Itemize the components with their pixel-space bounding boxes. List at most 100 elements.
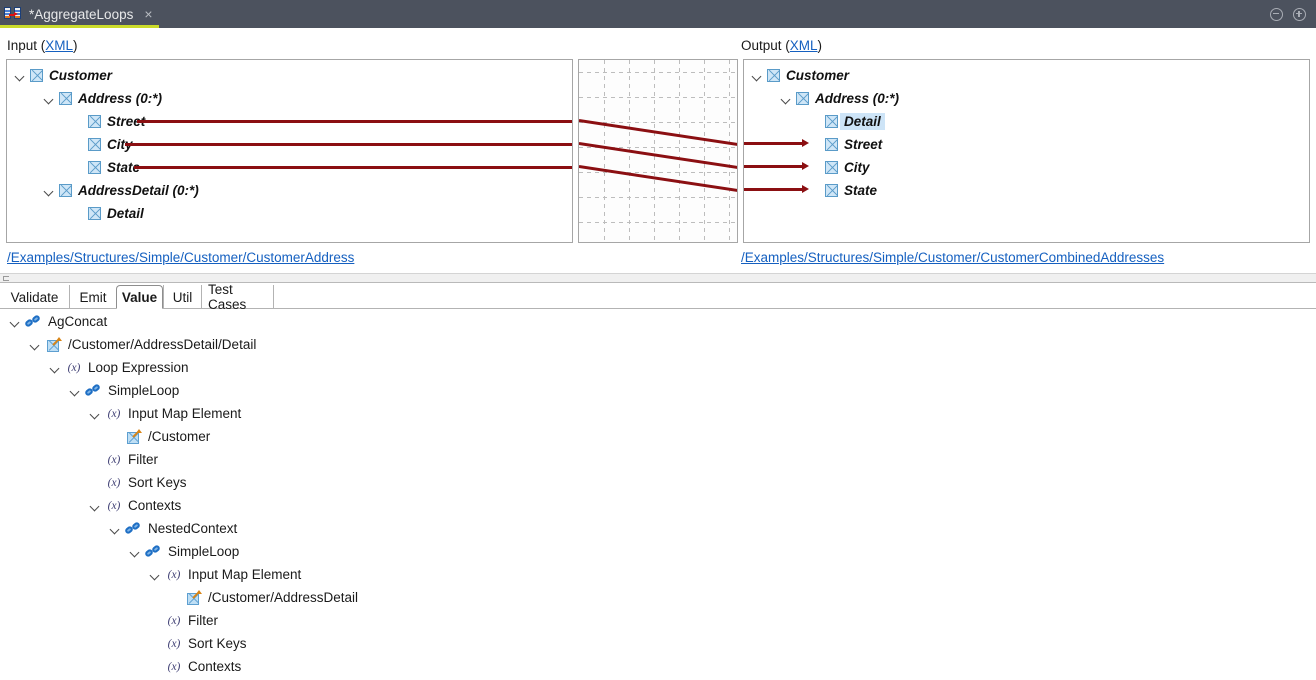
- output-path-link[interactable]: /Examples/Structures/Simple/Customer/Cus…: [741, 250, 1165, 265]
- value-tree-row[interactable]: (x)Loop Expression: [0, 356, 189, 379]
- tab-label: Value: [121, 289, 158, 305]
- tree-node-label: State: [107, 160, 141, 175]
- chevron-down-icon[interactable]: [48, 361, 62, 375]
- chevron-down-icon[interactable]: [68, 384, 82, 398]
- maximize-icon[interactable]: [1293, 7, 1306, 21]
- tree-row[interactable]: Address (0:*): [7, 87, 162, 110]
- chevron-down-icon[interactable]: [148, 568, 162, 582]
- value-tree-row[interactable]: AgConcat: [0, 310, 107, 333]
- tree-row[interactable]: AddressDetail (0:*): [7, 179, 199, 202]
- expression-icon: (x): [107, 499, 121, 512]
- node-checkbox-icon[interactable]: [796, 92, 809, 105]
- expression-icon: (x): [107, 453, 121, 466]
- tab-emit[interactable]: Emit: [69, 285, 116, 309]
- tree-indent-spacer: [148, 660, 162, 674]
- node-checkbox-icon[interactable]: [59, 92, 72, 105]
- chevron-down-icon[interactable]: [28, 338, 42, 352]
- title-bar: *AggregateLoops ×: [0, 0, 1316, 28]
- close-icon[interactable]: ×: [144, 6, 153, 22]
- output-xml-link[interactable]: XML: [789, 38, 818, 53]
- value-tree-row[interactable]: /Customer: [0, 425, 210, 448]
- value-tree-row[interactable]: (x)Input Map Element: [0, 402, 242, 425]
- value-tree-node-label: Sort Keys: [188, 636, 247, 651]
- chevron-down-icon[interactable]: [8, 315, 22, 329]
- input-path-link[interactable]: /Examples/Structures/Simple/Customer/Cus…: [7, 250, 355, 265]
- value-tree-row[interactable]: /Customer/AddressDetail/Detail: [0, 333, 256, 356]
- incoming-arrow-head-state: [802, 184, 809, 193]
- tree-indent-spacer: [168, 591, 182, 605]
- minimize-icon[interactable]: [1270, 7, 1283, 21]
- value-tree-node-label: SimpleLoop: [168, 544, 240, 559]
- chain-icon: [144, 543, 163, 560]
- value-tree-node-label: Sort Keys: [128, 475, 187, 490]
- value-tree-row[interactable]: (x) Sort Keys: [0, 471, 187, 494]
- window-tab-aggregateloops[interactable]: *AggregateLoops ×: [0, 0, 159, 28]
- chevron-down-icon[interactable]: [128, 545, 142, 559]
- tree-row[interactable]: Street: [744, 133, 882, 156]
- chevron-down-icon[interactable]: [88, 499, 102, 513]
- tab-value[interactable]: Value: [116, 285, 163, 309]
- node-checkbox-icon[interactable]: [88, 207, 101, 220]
- node-checkbox-icon[interactable]: [825, 161, 838, 174]
- chain-icon: [24, 313, 43, 330]
- node-checkbox-icon[interactable]: [88, 138, 101, 151]
- tree-row[interactable]: Detail: [744, 110, 885, 133]
- expression-icon: (x): [167, 637, 181, 650]
- horizontal-splitter[interactable]: [0, 273, 1316, 283]
- node-checkbox-icon[interactable]: [30, 69, 43, 82]
- input-xml-link[interactable]: XML: [45, 38, 74, 53]
- tree-row[interactable]: Address (0:*): [744, 87, 899, 110]
- value-tree-row[interactable]: (x)Filter: [0, 448, 158, 471]
- node-checkbox-icon[interactable]: [88, 115, 101, 128]
- value-tree-row[interactable]: SimpleLoop: [0, 540, 239, 563]
- value-tree-row[interactable]: SimpleLoop: [0, 379, 179, 402]
- tree-row[interactable]: Customer: [744, 64, 849, 87]
- tree-row[interactable]: Detail: [7, 202, 144, 225]
- tree-indent-spacer: [148, 614, 162, 628]
- value-tree-row[interactable]: (x)Contexts: [0, 494, 182, 517]
- chevron-down-icon[interactable]: [42, 184, 56, 198]
- value-tree-node-label: /Customer/AddressDetail: [208, 590, 359, 605]
- node-checkbox-icon[interactable]: [825, 138, 838, 151]
- node-checkbox-icon[interactable]: [825, 115, 838, 128]
- chevron-down-icon[interactable]: [108, 522, 122, 536]
- chevron-down-icon[interactable]: [750, 69, 764, 83]
- tab-util[interactable]: Util: [163, 285, 201, 309]
- tree-row[interactable]: State: [7, 156, 140, 179]
- tree-row[interactable]: City: [744, 156, 870, 179]
- node-checkbox-icon[interactable]: [825, 184, 838, 197]
- value-tree-row[interactable]: NestedContext: [0, 517, 237, 540]
- mapping-grid-panel[interactable]: [578, 59, 738, 243]
- tab-validate[interactable]: Validate: [0, 285, 69, 309]
- value-expression-tree[interactable]: AgConcat/Customer/AddressDetail/Detail(x…: [0, 310, 1316, 680]
- tree-row[interactable]: City: [7, 133, 133, 156]
- tree-row[interactable]: State: [744, 179, 877, 202]
- chevron-down-icon[interactable]: [779, 92, 793, 106]
- node-checkbox-icon[interactable]: [59, 184, 72, 197]
- chain-icon: [124, 520, 143, 537]
- value-tree-row[interactable]: (x)Contexts: [0, 655, 242, 678]
- value-tree-row[interactable]: (x)Input Map Element: [0, 563, 302, 586]
- node-checkbox-icon[interactable]: [88, 161, 101, 174]
- value-tree-row[interactable]: (x)Filter: [0, 609, 218, 632]
- tree-row[interactable]: Street: [7, 110, 145, 133]
- tree-indent-spacer: [808, 161, 822, 175]
- tree-indent-spacer: [71, 138, 85, 152]
- output-label-end: ): [817, 38, 823, 53]
- chevron-down-icon[interactable]: [88, 407, 102, 421]
- expression-icon: (x): [107, 476, 121, 489]
- value-tree-row[interactable]: /Customer/AddressDetail: [0, 586, 358, 609]
- tree-node-label: Detail: [107, 206, 144, 221]
- incoming-arrow-head-city: [802, 161, 809, 170]
- value-tree-node-label: SimpleLoop: [108, 383, 180, 398]
- chevron-down-icon[interactable]: [42, 92, 56, 106]
- node-checkbox-icon[interactable]: [767, 69, 780, 82]
- chevron-down-icon[interactable]: [13, 69, 27, 83]
- tree-node-label: City: [844, 160, 870, 175]
- tree-row[interactable]: Customer: [7, 64, 112, 87]
- tree-node-label: Address (0:*): [815, 91, 900, 106]
- tab-test-cases[interactable]: Test Cases: [201, 282, 274, 312]
- value-tree-row[interactable]: (x) Sort Keys: [0, 632, 247, 655]
